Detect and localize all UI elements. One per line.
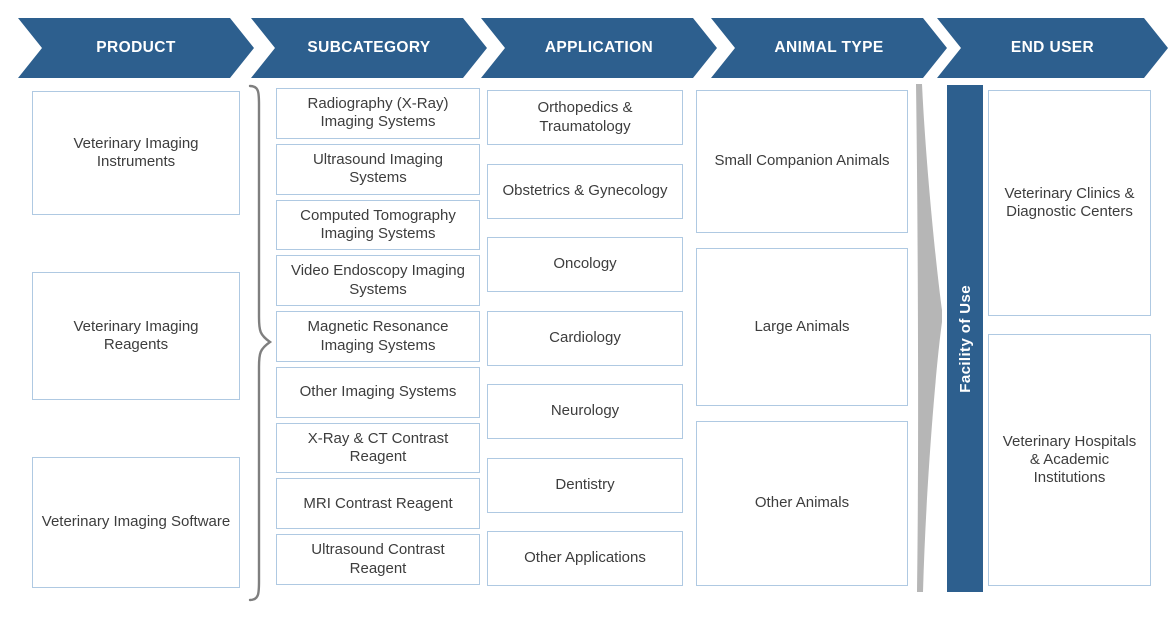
application-box-neurology: Neurology [487, 384, 683, 439]
enduser-box-hospitals: Veterinary Hospitals & Academic Institut… [988, 334, 1151, 586]
product-box-instruments: Veterinary Imaging Instruments [32, 91, 240, 215]
animal-type-column: Small Companion Animals Large Animals Ot… [696, 90, 908, 586]
subcategory-box-computed-tomography: Computed Tomography Imaging Systems [276, 199, 480, 251]
enduser-box-clinics: Veterinary Clinics & Diagnostic Centers [988, 90, 1151, 316]
header-label-product: PRODUCT [96, 39, 176, 56]
subcategory-box-mri-contrast: MRI Contrast Reagent [276, 478, 480, 530]
animal-box-other: Other Animals [696, 421, 908, 586]
subcategory-box-other-imaging: Other Imaging Systems [276, 366, 480, 418]
product-column: Veterinary Imaging Instruments Veterinar… [32, 91, 240, 588]
application-box-oncology: Oncology [487, 237, 683, 292]
gray-pointer-shape [916, 84, 942, 592]
subcategory-box-xray-ct-contrast: X-Ray & CT Contrast Reagent [276, 422, 480, 474]
product-box-software: Veterinary Imaging Software [32, 457, 240, 588]
header-label-end-user: END USER [1010, 39, 1095, 56]
header-arrow-product: PRODUCT [18, 18, 254, 78]
subcategory-box-video-endoscopy: Video Endoscopy Imaging Systems [276, 255, 480, 307]
subcategory-column: Radiography (X-Ray) Imaging Systems Ultr… [276, 88, 480, 586]
subcategory-box-magnetic-resonance: Magnetic Resonance Imaging Systems [276, 311, 480, 362]
subcategory-box-ultrasound: Ultrasound Imaging Systems [276, 143, 480, 195]
product-box-reagents: Veterinary Imaging Reagents [32, 272, 240, 400]
end-user-column: Veterinary Clinics & Diagnostic Centers … [988, 90, 1151, 586]
curly-brace [248, 84, 273, 602]
subcategory-box-ultrasound-contrast: Ultrasound Contrast Reagent [276, 534, 480, 586]
animal-box-small-companion: Small Companion Animals [696, 90, 908, 233]
animal-box-large: Large Animals [696, 248, 908, 406]
header-label-application: APPLICATION [544, 39, 654, 56]
subcategory-box-radiography: Radiography (X-Ray) Imaging Systems [276, 88, 480, 139]
application-box-other: Other Applications [487, 531, 683, 586]
facility-of-use-label: Facility of Use [956, 284, 974, 393]
header-label-animal-type: ANIMAL TYPE [774, 39, 884, 56]
header-arrow-subcategory: SUBCATEGORY [251, 18, 487, 78]
header-arrow-end-user: END USER [937, 18, 1168, 78]
application-column: Orthopedics & Traumatology Obstetrics & … [487, 90, 683, 586]
header-label-subcategory: SUBCATEGORY [307, 39, 431, 56]
header-arrow-animal-type: ANIMAL TYPE [711, 18, 947, 78]
header-arrow-application: APPLICATION [481, 18, 717, 78]
application-box-dentistry: Dentistry [487, 457, 683, 513]
application-box-obstetrics: Obstetrics & Gynecology [487, 163, 683, 219]
application-box-cardiology: Cardiology [487, 310, 683, 366]
facility-of-use-bar: Facility of Use [947, 85, 983, 592]
application-box-orthopedics: Orthopedics & Traumatology [487, 90, 683, 145]
